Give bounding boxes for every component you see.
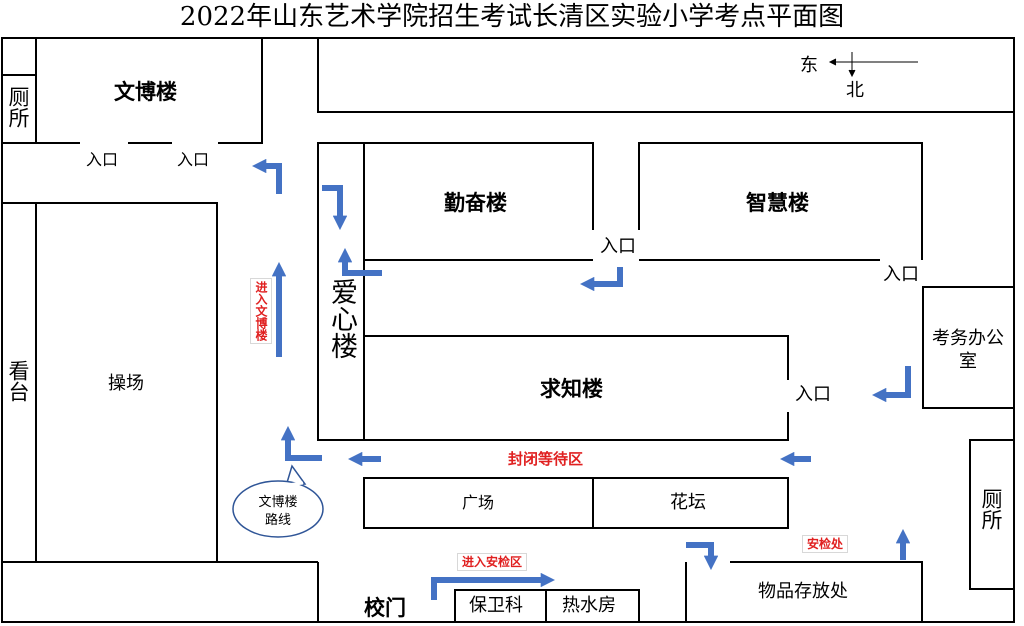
- qiuzhi-entrance: 入口: [795, 384, 831, 405]
- toilet-left-label: 厕所: [6, 86, 30, 128]
- reshui-label: 热水房: [562, 595, 616, 616]
- enter-wenbo-label: 进入文博楼: [250, 278, 272, 344]
- zhihui-label: 智慧楼: [746, 191, 809, 215]
- wenbo-entrance-1: 入口: [86, 150, 119, 169]
- qiuzhi-building: [364, 335, 789, 441]
- office-building: [922, 286, 1015, 409]
- storage-building: [685, 561, 923, 622]
- route-callout: [232, 464, 324, 538]
- compass-north: 北: [846, 80, 864, 101]
- plaza-box: [363, 477, 789, 529]
- wenbo-label: 文博楼: [114, 80, 177, 104]
- wenbo-entrance-2: 入口: [177, 150, 210, 169]
- huatan-label: 花坛: [670, 492, 706, 513]
- closed-wait-label: 封闭等待区: [508, 450, 584, 468]
- arrow-into-security: [431, 572, 556, 600]
- arrow-up-left-plaza: [280, 425, 322, 461]
- arrow-down-storage: [686, 542, 719, 571]
- arrow-down-aixin: [322, 185, 348, 231]
- qiuzhi-label: 求知楼: [540, 377, 603, 401]
- compass: [828, 52, 918, 78]
- arrow-up-qinfen: [337, 247, 382, 276]
- aixin-label: 爱心楼: [326, 278, 357, 359]
- kantai-label: 看台: [6, 360, 30, 402]
- storage-label: 物品存放处: [758, 581, 848, 602]
- gate-label: 校门: [364, 596, 406, 620]
- arrow-left-office: [871, 366, 911, 403]
- toilet-right-label: 厕所: [979, 488, 1003, 530]
- enter-security-label: 进入安检区: [457, 553, 528, 571]
- arrow-left-middle: [579, 267, 623, 292]
- campus-boundary: [1, 37, 1015, 623]
- zhihui-entrance: 入口: [883, 264, 919, 285]
- qinfen-label: 勤奋楼: [444, 191, 507, 215]
- qinfen-building: [364, 142, 594, 261]
- qinfen-entrance: 入口: [600, 236, 636, 257]
- compass-east: 东: [800, 55, 818, 76]
- office-label: 考务办公室: [932, 328, 1004, 372]
- wenbo-building: [35, 75, 80, 144]
- arrow-turn-left-top: [251, 158, 282, 194]
- callout-label: 文博楼路线: [258, 495, 298, 528]
- toilet-right: [969, 439, 1015, 590]
- caochang-label: 操场: [108, 373, 144, 394]
- baowei-label: 保卫科: [469, 595, 523, 616]
- map-title: 2022年山东艺术学院招生考试长清区实验小学考点平面图: [179, 2, 845, 32]
- zhihui-building: [638, 142, 923, 261]
- security-label: 安检处: [802, 535, 849, 553]
- guangchang-label: 广场: [462, 493, 495, 512]
